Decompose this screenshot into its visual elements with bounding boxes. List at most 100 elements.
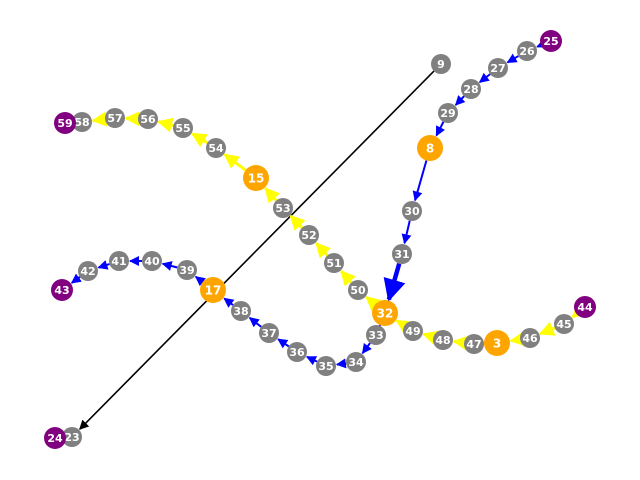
node-label-32: 32 bbox=[377, 307, 394, 321]
graph-node-37: 37 bbox=[259, 323, 279, 343]
graph-node-36: 36 bbox=[287, 342, 307, 362]
node-label-59: 59 bbox=[57, 117, 72, 130]
graph-node-27: 27 bbox=[488, 58, 508, 78]
node-circle-57 bbox=[105, 108, 125, 128]
edge-28-to-29 bbox=[454, 95, 466, 106]
node-label-27: 27 bbox=[490, 62, 505, 75]
node-circle-49 bbox=[403, 321, 423, 341]
node-circle-17 bbox=[200, 277, 226, 303]
graph-node-49: 49 bbox=[403, 321, 423, 341]
node-circle-40 bbox=[142, 251, 162, 271]
graph-node-23: 23 bbox=[62, 427, 82, 447]
graph-node-44: 44 bbox=[574, 296, 596, 318]
graph-node-55: 55 bbox=[173, 118, 193, 138]
graph-node-58: 58 bbox=[72, 112, 92, 132]
node-label-8: 8 bbox=[426, 142, 434, 156]
node-circle-39 bbox=[177, 260, 197, 280]
node-label-34: 34 bbox=[348, 356, 364, 369]
node-circle-9 bbox=[431, 54, 451, 74]
node-label-43: 43 bbox=[54, 284, 69, 297]
edge-17-to-39 bbox=[194, 275, 206, 287]
graph-node-34: 34 bbox=[346, 352, 366, 372]
node-circle-38 bbox=[231, 301, 251, 321]
node-label-49: 49 bbox=[405, 325, 420, 338]
node-label-31: 31 bbox=[394, 248, 409, 261]
graph-node-39: 39 bbox=[177, 260, 197, 280]
graph-node-17: 17 bbox=[200, 277, 226, 303]
graph-node-45: 45 bbox=[554, 314, 574, 334]
node-label-41: 41 bbox=[111, 255, 126, 268]
node-label-24: 24 bbox=[47, 432, 63, 445]
node-circle-30 bbox=[402, 201, 422, 221]
node-circle-35 bbox=[316, 356, 336, 376]
node-label-53: 53 bbox=[275, 202, 290, 215]
node-label-50: 50 bbox=[350, 284, 366, 297]
edge-49-to-32 bbox=[395, 319, 413, 335]
node-circle-59 bbox=[54, 112, 76, 134]
node-circle-28 bbox=[461, 79, 481, 99]
node-circle-47 bbox=[464, 334, 484, 354]
node-label-23: 23 bbox=[64, 431, 79, 444]
node-label-47: 47 bbox=[466, 338, 481, 351]
edge-26-to-27 bbox=[506, 53, 519, 64]
edge-39-to-40 bbox=[161, 261, 178, 271]
graph-node-31: 31 bbox=[392, 244, 412, 264]
graph-node-57: 57 bbox=[105, 108, 125, 128]
graph-node-24: 24 bbox=[44, 427, 66, 449]
graph-node-53: 53 bbox=[273, 198, 293, 218]
node-circle-44 bbox=[574, 296, 596, 318]
graph-node-26: 26 bbox=[517, 41, 537, 61]
node-label-26: 26 bbox=[519, 45, 535, 58]
node-label-56: 56 bbox=[140, 113, 156, 126]
node-circle-53 bbox=[273, 198, 293, 218]
node-label-45: 45 bbox=[556, 318, 571, 331]
edge-32-to-50 bbox=[365, 295, 382, 312]
node-circle-41 bbox=[109, 251, 129, 271]
graph-node-33: 33 bbox=[366, 325, 386, 345]
graph-node-38: 38 bbox=[231, 301, 251, 321]
node-circle-51 bbox=[324, 253, 344, 273]
node-label-35: 35 bbox=[318, 360, 333, 373]
graph-node-41: 41 bbox=[109, 251, 129, 271]
graph-node-54: 54 bbox=[206, 138, 226, 158]
node-circle-25 bbox=[540, 30, 562, 52]
node-label-57: 57 bbox=[107, 112, 122, 125]
node-circle-56 bbox=[138, 109, 158, 129]
edge-35-to-36 bbox=[306, 355, 318, 366]
node-circle-46 bbox=[520, 328, 540, 348]
edge-29-to-8 bbox=[435, 121, 445, 137]
edge-44-to-45 bbox=[571, 302, 588, 319]
node-label-15: 15 bbox=[248, 172, 265, 186]
node-circle-50 bbox=[348, 280, 368, 300]
node-circle-54 bbox=[206, 138, 226, 158]
node-label-36: 36 bbox=[289, 346, 305, 359]
edge-47-to-48 bbox=[452, 335, 469, 351]
edge-30-to-31 bbox=[401, 220, 412, 245]
node-circle-45 bbox=[554, 314, 574, 334]
node-label-54: 54 bbox=[208, 142, 224, 155]
node-circle-36 bbox=[287, 342, 307, 362]
graph-node-15: 15 bbox=[243, 165, 269, 191]
node-label-28: 28 bbox=[463, 83, 478, 96]
node-label-30: 30 bbox=[404, 205, 420, 218]
nodes-layer: 9232425262728298303132333435363738173940… bbox=[44, 30, 596, 449]
graph-node-40: 40 bbox=[142, 251, 162, 271]
node-circle-27 bbox=[488, 58, 508, 78]
node-circle-24 bbox=[44, 427, 66, 449]
node-circle-15 bbox=[243, 165, 269, 191]
node-label-33: 33 bbox=[368, 329, 383, 342]
node-circle-34 bbox=[346, 352, 366, 372]
edge-51-to-52 bbox=[315, 242, 331, 259]
graph-node-51: 51 bbox=[324, 253, 344, 273]
node-circle-23 bbox=[62, 427, 82, 447]
node-label-25: 25 bbox=[543, 35, 558, 48]
edge-46-to-3 bbox=[509, 331, 526, 347]
edge-8-to-30 bbox=[412, 160, 428, 202]
graph-node-25: 25 bbox=[540, 30, 562, 52]
graph-node-43: 43 bbox=[51, 279, 73, 301]
node-circle-33 bbox=[366, 325, 386, 345]
graph-node-59: 59 bbox=[54, 112, 76, 134]
edge-52-to-53 bbox=[289, 214, 306, 231]
edge-37-to-38 bbox=[248, 317, 262, 328]
